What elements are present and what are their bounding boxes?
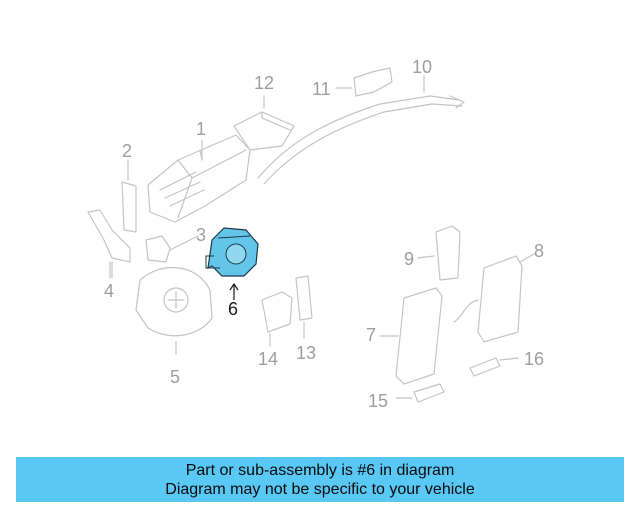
callout-13: 13 <box>296 343 317 363</box>
info-banner: Part or sub-assembly is #6 in diagram Di… <box>16 457 624 502</box>
callout-11: 11 <box>312 79 331 99</box>
part-9-bracket <box>417 225 461 281</box>
callout-6-highlighted: 6 <box>228 299 239 319</box>
exploded-view-drawing <box>87 67 535 403</box>
callout-10: 10 <box>412 57 433 77</box>
part-10-curtain-airbag <box>257 75 465 185</box>
callout-5: 5 <box>170 367 181 387</box>
callout-15: 15 <box>368 391 389 411</box>
banner-line-disclaimer: Diagram may not be specific to your vehi… <box>165 481 475 498</box>
part-3-bracket <box>145 235 199 263</box>
part-5-driver-airbag <box>135 267 213 355</box>
callout-7: 7 <box>366 325 377 345</box>
callout-3: 3 <box>196 225 207 245</box>
part-7-side-airbag <box>379 287 443 385</box>
callout-14: 14 <box>258 349 279 369</box>
callout-12: 12 <box>254 73 275 93</box>
callout-8: 8 <box>534 241 545 261</box>
callout-4: 4 <box>104 281 115 301</box>
part-12-control-module <box>233 95 295 151</box>
callout-1: 1 <box>196 119 207 139</box>
callout-16: 16 <box>524 349 545 369</box>
part-2-bracket <box>121 164 137 233</box>
part-11-sensor <box>335 67 393 97</box>
part-8-side-airbag <box>453 253 535 343</box>
part-15-sensor <box>395 383 445 403</box>
callout-2: 2 <box>122 141 133 161</box>
callout-9: 9 <box>404 249 415 269</box>
part-14-bracket <box>261 291 293 347</box>
part-16-sensor <box>469 357 519 377</box>
part-13-sensor <box>295 275 313 339</box>
part-1-passenger-airbag <box>147 134 251 223</box>
banner-line-part: Part or sub-assembly is #6 in diagram <box>185 462 455 479</box>
part-4-bracket <box>87 209 131 279</box>
part-6-clock-spring <box>205 227 259 300</box>
